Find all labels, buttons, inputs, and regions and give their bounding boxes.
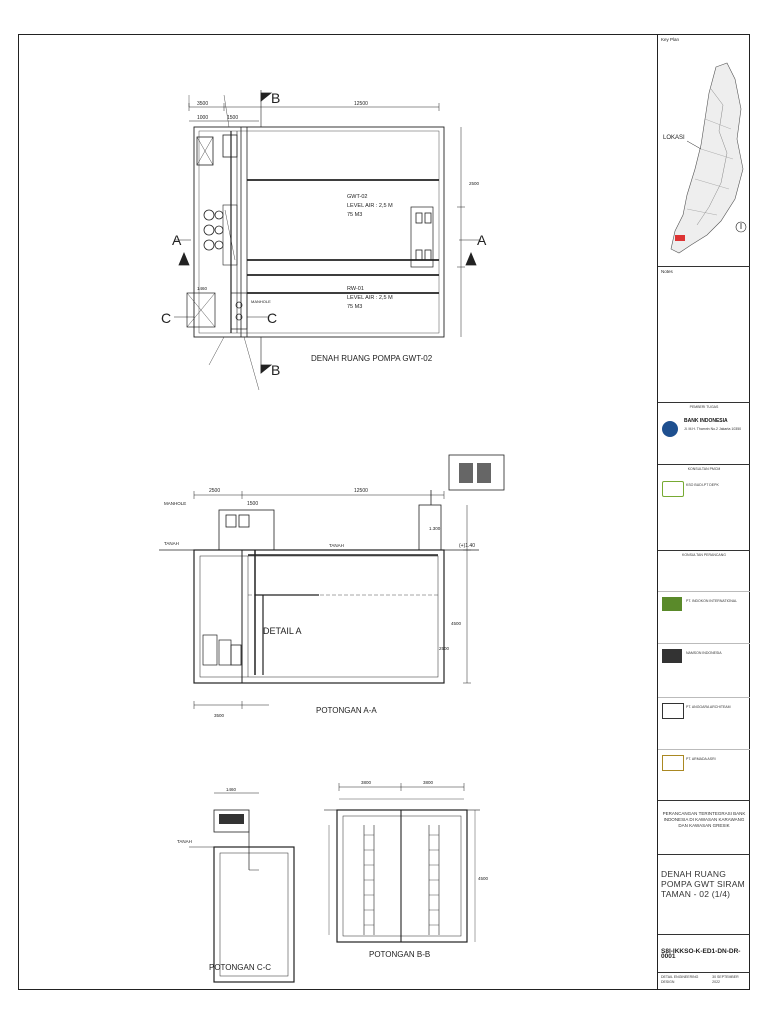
plan-dim-left: 1000 [197, 115, 208, 121]
firm3-logo-icon [662, 703, 684, 719]
aa-dim-top: 1.300 [429, 526, 441, 531]
owner-address: Jl. M.H. Thamrin No.2 Jakarta 10350 [684, 427, 742, 431]
key-plan-cell: Key Plan LOKASI [658, 35, 750, 267]
aa-title: POTONGAN A-A [316, 706, 377, 715]
firm2-name: NAMSON INDONESIA [686, 651, 722, 655]
stage-label: DETAIL ENGINEERING DESIGN [661, 975, 699, 984]
section-bb [324, 783, 480, 943]
plan-tank-upper-level: LEVEL AIR : 2,5 M [347, 203, 393, 209]
firm4-name: PT. ARMADA ASRI [686, 757, 716, 761]
project-name: PERANCANGAN TERINTEGRASI BANK INDONESIA … [662, 811, 746, 828]
design-consultant-cell: KONSULTAN PERANCANG PT. INDOKON INTERNAT… [658, 551, 750, 801]
notes-label: Notes [661, 269, 673, 274]
aa-dim-height: 4500 [451, 621, 462, 626]
design-header: KONSULTAN PERANCANG [681, 553, 727, 557]
plan-tank-upper-vol: 75 M3 [347, 212, 362, 218]
bank-indonesia-logo-icon [662, 421, 678, 437]
drawing-number-cell: S8I-IKKSO-K-ED1-DN-DR-0001 [658, 935, 750, 973]
drawing-sheet: 12500 1000 1500 3500 GWT-02 LEVEL AIR : … [18, 34, 750, 990]
plan-tank-lower-level: LEVEL AIR : 2,5 M [347, 295, 393, 301]
date-label: 30 SEPTEMBER 2022 [712, 975, 739, 984]
aa-manhole: MANHOLE [164, 501, 186, 506]
title-block: Key Plan LOKASI Notes PEMBERI TUGAS BANK… [657, 35, 750, 989]
aa-dim-left: 2500 [209, 488, 220, 494]
firm4-logo-icon [662, 755, 684, 771]
drawing-title: DENAH RUANG POMPA GWT SIRAM TAMAN - 02 (… [661, 869, 745, 899]
cut-c-right: C [267, 310, 277, 326]
firm1-name: PT. INDOKON INTERNATIONAL [686, 599, 738, 603]
cut-c-left: C [161, 310, 171, 326]
cut-b-bottom: B [271, 362, 280, 378]
key-plan-label: Key Plan [661, 37, 680, 42]
section-aa [159, 454, 505, 709]
owner-name: BANK INDONESIA [684, 418, 728, 424]
pmcm-header: KONSULTAN PMCM [687, 467, 721, 471]
cut-a-left: A [172, 232, 182, 248]
cc-tanah: TANAH [177, 839, 192, 844]
plan-dim-vert: 2500 [469, 181, 480, 186]
plan-view [174, 90, 481, 391]
aa-tanah-left: TANAH [164, 541, 179, 546]
pmcm-cell: KONSULTAN PMCM KSO BUDI-PT DEPK [658, 465, 750, 551]
aa-dim-overall: 12500 [354, 488, 368, 494]
plan-dim-side: 1460 [197, 286, 208, 291]
aa-dim-mid: 1500 [247, 501, 258, 507]
pmcm-logo-icon [662, 481, 684, 497]
cut-b-top: B [271, 90, 280, 106]
plan-tank-lower-vol: 75 M3 [347, 304, 362, 310]
key-plan-map: LOKASI [663, 62, 747, 254]
bb-dim-right: 3800 [423, 780, 434, 785]
firm2-logo-icon [662, 649, 682, 663]
aa-dim-bottom: 3500 [214, 713, 225, 718]
aa-detail-label: DETAIL A [263, 626, 302, 636]
section-cc [189, 792, 295, 983]
bb-dim-left: 3800 [361, 780, 372, 785]
pmcm-name: KSO BUDI-PT DEPK [686, 483, 719, 487]
notes-cell: Notes [658, 267, 750, 403]
plan-manhole-label: MANHOLE [251, 299, 271, 304]
firm3-name: PT. ANGGARA ARCHITEAM [686, 705, 731, 709]
cut-a-right: A [477, 232, 487, 248]
aa-level-mark: (+)1.40 [459, 543, 475, 549]
aa-dim-height-low: 2500 [439, 646, 450, 651]
lokasi-label: LOKASI [663, 135, 685, 141]
project-cell: PERANCANGAN TERINTEGRASI BANK INDONESIA … [658, 801, 750, 855]
plan-title: DENAH RUANG POMPA GWT-02 [311, 354, 433, 363]
plan-tank-upper: GWT-02 [347, 194, 367, 200]
plan-tank-lower: RW-01 [347, 286, 364, 292]
bb-dim-height: 4500 [478, 876, 489, 881]
plan-dim-right: 3500 [197, 101, 208, 107]
drawing-area: 12500 1000 1500 3500 GWT-02 LEVEL AIR : … [159, 90, 505, 983]
cc-dim-top: 1460 [226, 787, 237, 792]
plan-dim-mid: 1500 [227, 115, 238, 121]
drawing-title-cell: DENAH RUANG POMPA GWT SIRAM TAMAN - 02 (… [658, 855, 750, 935]
bb-title: POTONGAN B-B [369, 950, 430, 959]
aa-tanah-mid: TANAH [329, 543, 344, 548]
plan-dim-overall: 12500 [354, 101, 368, 107]
owner-cell: PEMBERI TUGAS BANK INDONESIA Jl. M.H. Th… [658, 403, 750, 465]
owner-header: PEMBERI TUGAS [689, 405, 719, 409]
stage-date-cell: DETAIL ENGINEERING DESIGN 30 SEPTEMBER 2… [658, 973, 750, 989]
cc-title: POTONGAN C-C [209, 963, 271, 972]
drawing-number: S8I-IKKSO-K-ED1-DN-DR-0001 [661, 948, 741, 960]
firm1-logo-icon [662, 597, 682, 611]
